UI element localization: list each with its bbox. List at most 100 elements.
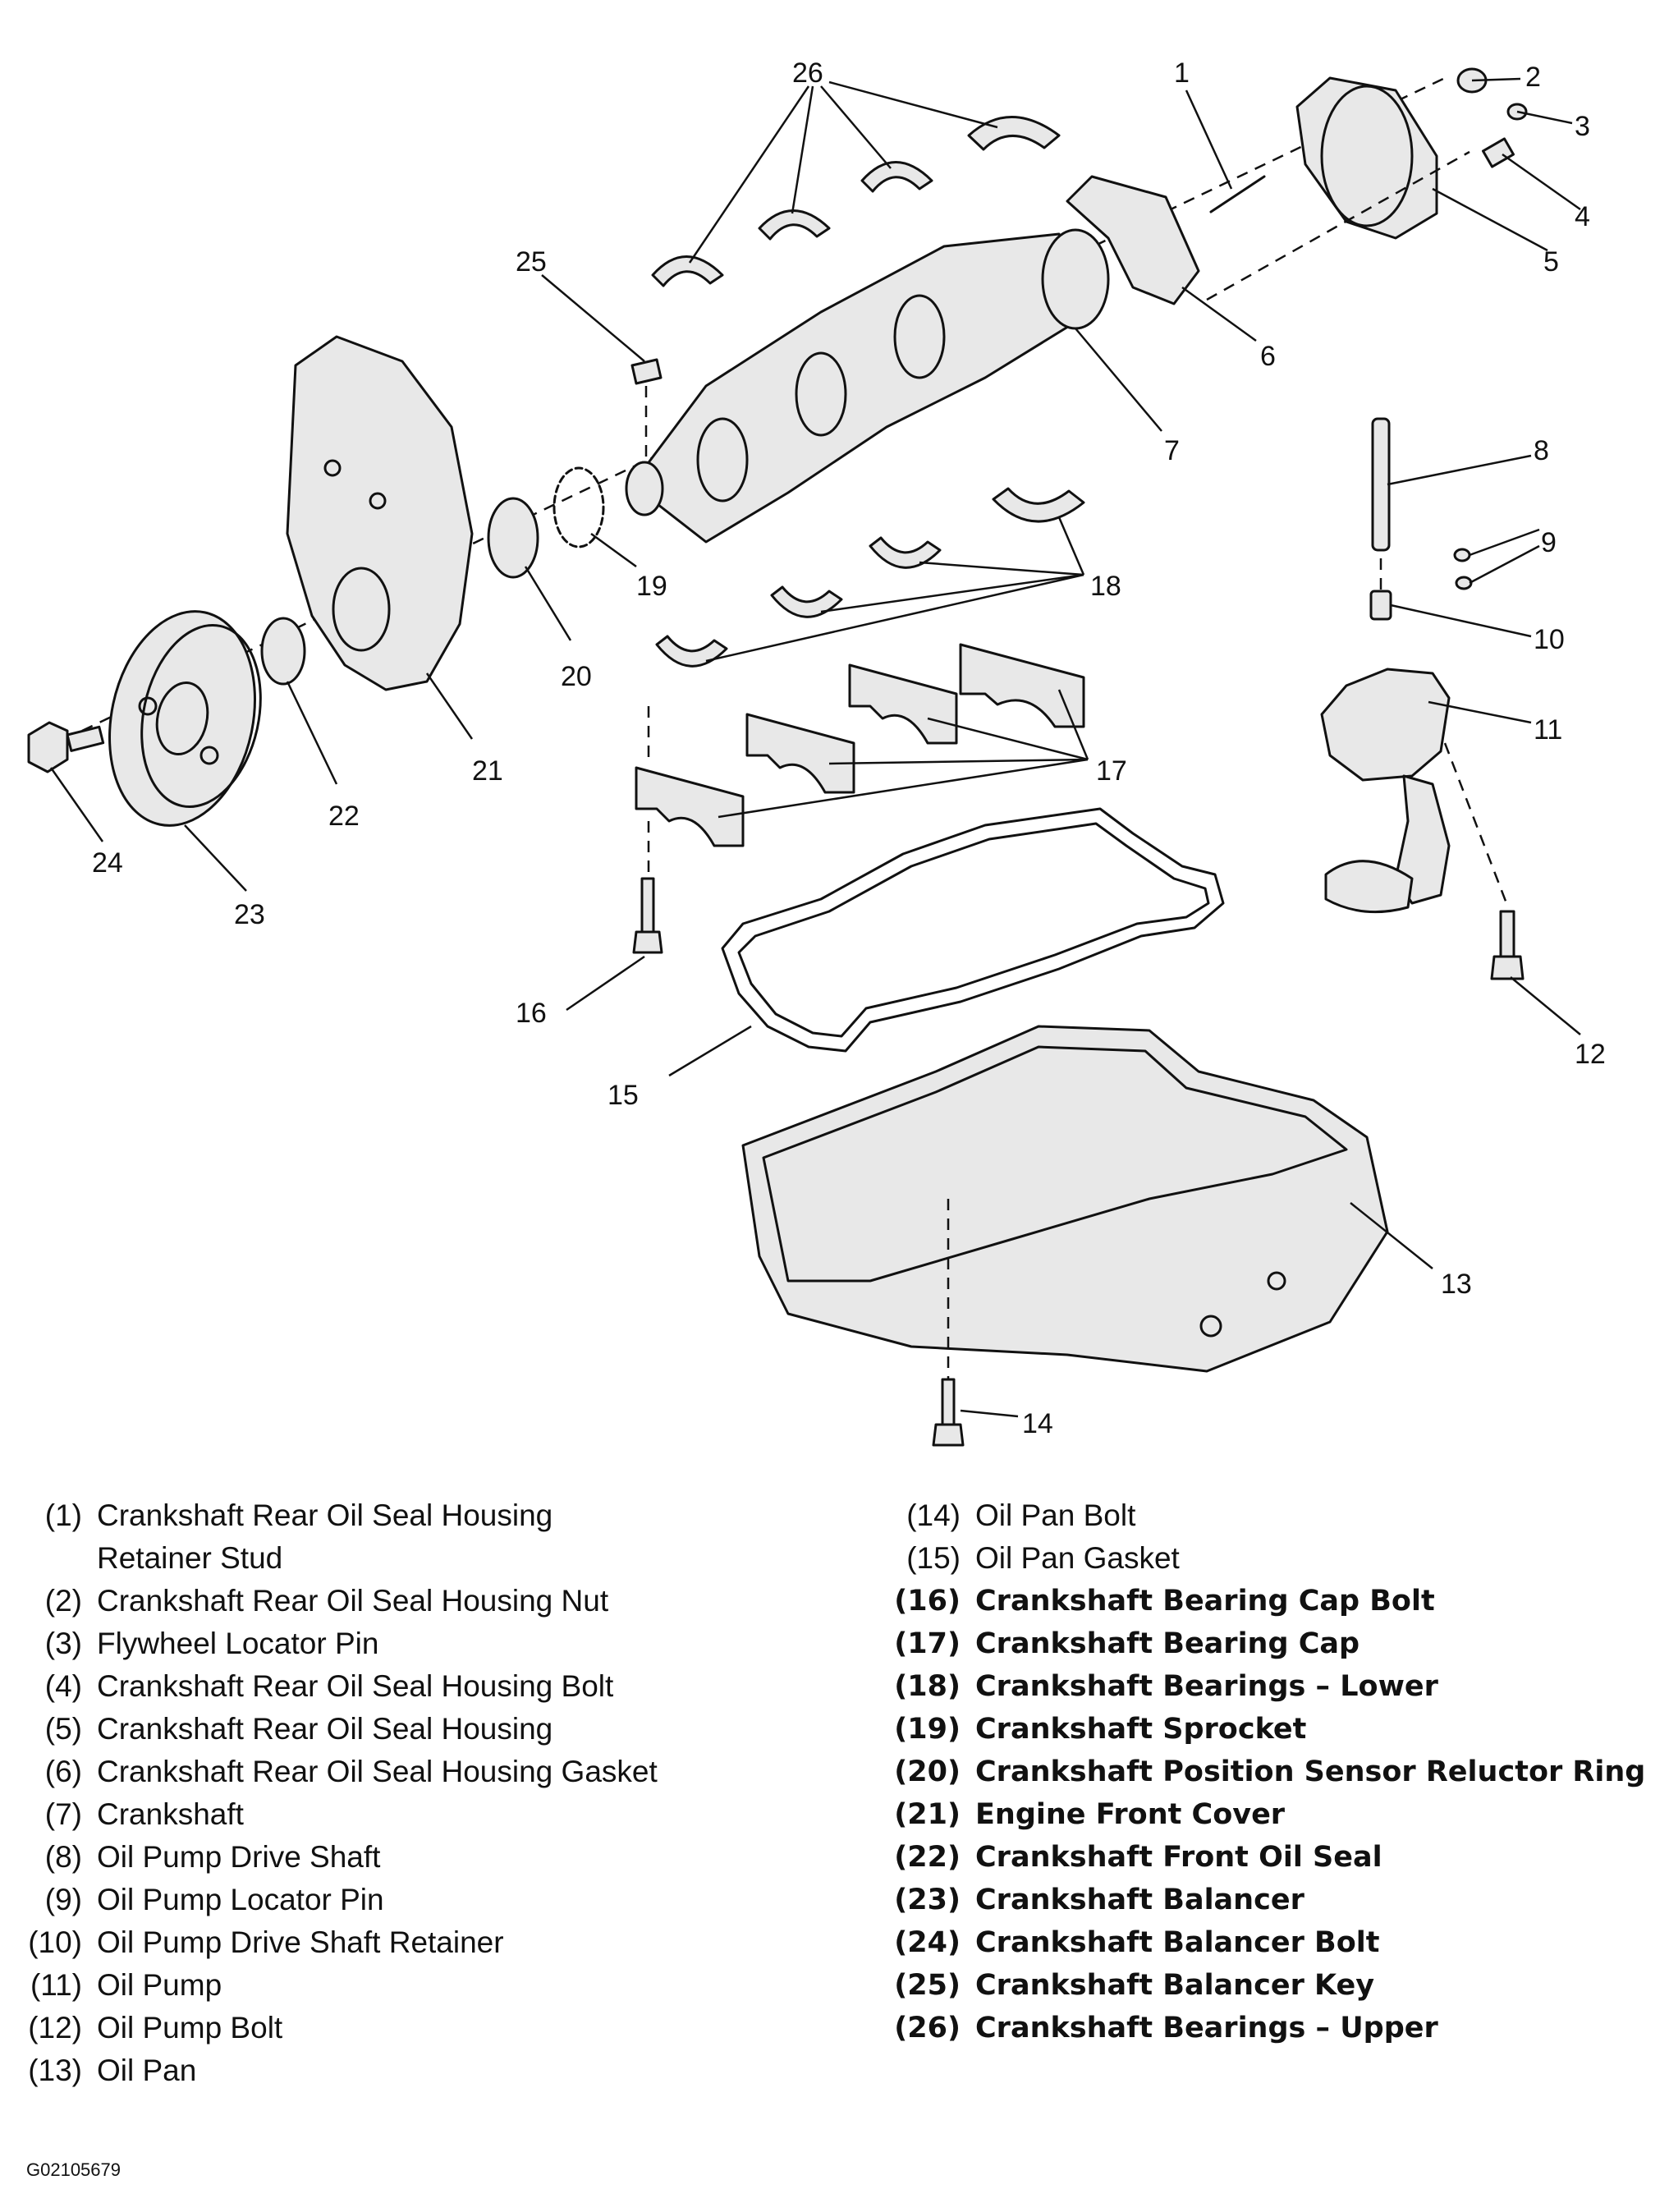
crankshaft-bearing-caps [635,643,1085,847]
legend-item: (22) Crankshaft Front Oil Seal [878,1836,1382,1879]
legend-item: (18) Crankshaft Bearings – Lower [878,1665,1438,1708]
legend-item-label: Crankshaft [97,1797,244,1831]
legend-item-label: Oil Pan [97,2054,197,2087]
crankshaft-balancer [108,610,262,827]
legend-item-number: (10) [28,1925,82,1959]
callout-7: 7 [1164,435,1180,466]
callout-20: 20 [561,661,592,692]
legend-item-number: (19) [894,1713,961,1746]
legend-item: (17) Crankshaft Bearing Cap [878,1622,1360,1665]
leader-lines [49,77,1581,1418]
legend-item: Retainer Stud [0,1537,282,1580]
legend-item: (14)Oil Pan Bolt [878,1494,1135,1537]
legend-item-number: (4) [44,1669,82,1703]
callout-8: 8 [1534,435,1549,466]
legend-item-label: Oil Pump Drive Shaft Retainer [97,1925,504,1959]
legend-item-number: (26) [894,2012,961,2044]
callout-21: 21 [472,755,503,787]
legend-item-number [0,1537,97,1580]
legend-item-label: Flywheel Locator Pin [97,1627,379,1660]
legend-item: (16)Crankshaft Bearing Cap Bolt [878,1580,1435,1622]
callout-6: 6 [1260,341,1276,372]
legend-item: (10) Oil Pump Drive Shaft Retainer [0,1921,504,1964]
callout-4: 4 [1575,201,1590,232]
oil-pump-locator-pin [1453,548,1471,562]
legend-item: (24)Crankshaft Balancer Bolt [878,1921,1379,1964]
crankshaft-balancer-key [630,358,663,385]
legend-item-label: Crankshaft Bearing Cap [975,1627,1360,1660]
housing-bolt [1482,137,1515,168]
legend-item-number: (2) [44,1584,82,1618]
legend-item-label: Crankshaft Balancer Bolt [975,1926,1380,1959]
legend-item: (6)Crankshaft Rear Oil Seal Housing Gask… [0,1751,658,1793]
legend-item: (11)Oil Pump [0,1964,222,2007]
oil-pan [741,1025,1389,1373]
legend-item-number: (22) [894,1841,961,1874]
callout-12: 12 [1575,1039,1606,1070]
legend-item: (9)Oil Pump Locator Pin [0,1879,384,1921]
engine-front-cover [286,335,474,691]
legend-item-label: Crankshaft Bearing Cap Bolt [975,1585,1435,1618]
callout-14: 14 [1022,1408,1053,1439]
legend-item-number: (13) [28,2054,82,2087]
legend-item: (20)Crankshaft Position Sensor Reluctor … [878,1751,1645,1793]
legend-item-number: (9) [44,1883,82,1916]
oil-pan-gasket [721,807,1225,1053]
legend-item: (12) Oil Pump Bolt [0,2007,282,2049]
crankshaft-front-oil-seal [260,617,306,686]
callout-9: 9 [1541,527,1557,558]
legend-item-label: Oil Pan Gasket [975,1541,1180,1575]
callout-2: 2 [1525,62,1541,93]
bearing-cap-bolt [632,877,663,954]
legend-item: (19) Crankshaft Sprocket [878,1708,1306,1751]
crankshaft-bearings-lower [655,487,1085,668]
legend-item-label: Crankshaft Rear Oil Seal Housing Bolt [97,1669,614,1703]
legend-item-number: (20) [894,1755,961,1788]
legend-item-label: Oil Pump [97,1968,222,2002]
oil-pump-drive-shaft [1371,417,1391,552]
legend-item-label: Retainer Stud [97,1541,283,1575]
legend-item-number: (23) [894,1884,961,1916]
legend-item-number: (17) [894,1627,961,1660]
callout-26: 26 [792,57,823,89]
callout-17: 17 [1096,755,1127,787]
legend-item: (23) Crankshaft Balancer [878,1879,1304,1921]
legend-item-label: Crankshaft Balancer [975,1884,1304,1916]
legend-item-label: Crankshaft Bearings – Lower [975,1670,1438,1703]
callout-22: 22 [328,801,360,832]
legend-item-number: (3) [44,1627,82,1660]
legend-item-number: (7) [44,1797,82,1831]
legend-item: (4) Crankshaft Rear Oil Seal Housing Bolt [0,1665,614,1708]
legend-item: (8) Oil Pump Drive Shaft [0,1836,381,1879]
legend-item-label: Crankshaft Balancer Key [975,1969,1375,2002]
callout-16: 16 [516,998,547,1029]
legend-item-number: (15) [906,1541,961,1575]
legend-item: (26)Crankshaft Bearings – Upper [878,2007,1437,2049]
legend-item-label: Oil Pump Drive Shaft [97,1840,381,1874]
legend-item-label: Crankshaft Rear Oil Seal Housing Nut [97,1584,609,1618]
legend-item-label: Crankshaft Rear Oil Seal Housing [97,1498,553,1532]
legend-item: (7) Crankshaft [0,1793,244,1836]
crankshaft-sprocket [553,466,605,548]
legend-item-label: Oil Pan Bolt [975,1498,1136,1532]
callout-19: 19 [636,571,667,602]
legend-item-label: Crankshaft Front Oil Seal [975,1841,1382,1874]
legend-item-label: Engine Front Cover [975,1798,1286,1831]
rear-oil-seal-housing [1295,76,1438,240]
callout-18: 18 [1090,571,1121,602]
legend-item-label: Oil Pump Bolt [97,2011,283,2044]
legend-item: (15) Oil Pan Gasket [878,1537,1180,1580]
legend-item-number: (8) [44,1840,82,1874]
callout-5: 5 [1543,246,1559,278]
callout-11: 11 [1534,714,1562,746]
legend-item-number: (12) [28,2011,82,2044]
legend-item-label: Crankshaft Sprocket [975,1713,1307,1746]
legend-item: (3) Flywheel Locator Pin [0,1622,379,1665]
oil-pump-bolt [1490,910,1525,980]
legend-item-number: (18) [894,1670,961,1703]
legend-item-number: (25) [894,1969,961,2002]
oil-pan-bolt [932,1378,965,1447]
callout-25: 25 [516,246,547,278]
callout-1: 1 [1174,57,1190,89]
